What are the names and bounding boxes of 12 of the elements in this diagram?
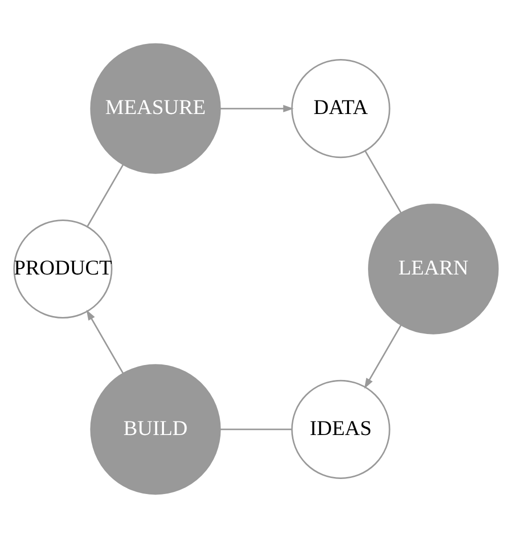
node-circle: MEASURE <box>90 43 221 174</box>
connector <box>220 428 292 430</box>
connector <box>86 164 124 227</box>
arrow <box>86 310 124 374</box>
node-circle: BUILD <box>90 364 221 495</box>
node-circle: PRODUCT <box>13 219 112 319</box>
arrow <box>364 324 402 389</box>
connector <box>364 150 402 214</box>
arrow <box>220 104 294 112</box>
node-circle: LEARN <box>368 204 499 334</box>
node-circle: IDEAS <box>291 380 390 479</box>
node-circle: DATA <box>291 59 390 158</box>
